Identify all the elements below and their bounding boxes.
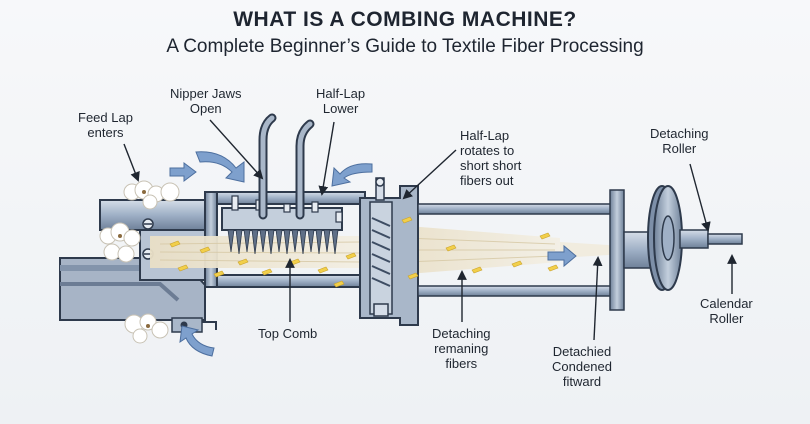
diagram-subtitle: A Complete Beginner’s Guide to Textile F… [166,36,644,57]
motion-arrows [169,151,577,357]
callout-leaders [123,119,737,341]
label-top-comb: Top Comb [258,326,318,341]
detaching-roller-assembly [623,185,743,291]
nipper-jaw-levers [258,113,315,220]
short-fibre-flecks [169,216,559,288]
top-comb [221,195,343,255]
frame-rails [417,189,625,311]
cotton-bolls [99,180,180,344]
diagram-title: WHAT IS A COMBING MACHINE? [233,8,577,31]
half-lap-housing [359,177,419,326]
